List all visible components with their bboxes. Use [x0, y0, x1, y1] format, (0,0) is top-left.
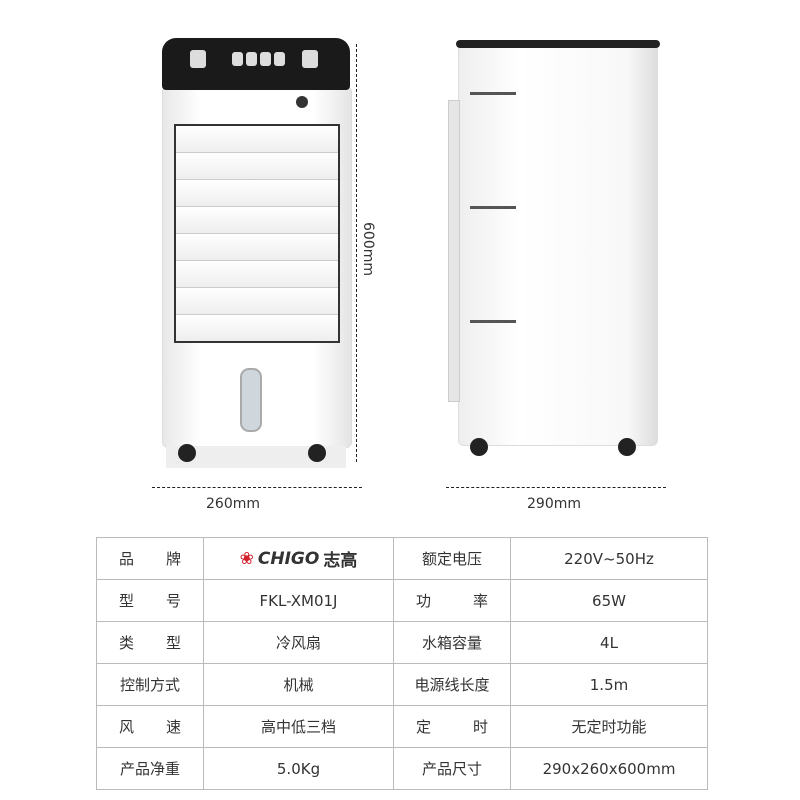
spec-label: 额定电压 [393, 537, 511, 580]
spec-label: 品牌 [96, 537, 204, 580]
front-view-image [162, 38, 352, 468]
spec-label: 类型 [96, 621, 204, 664]
spec-label: 功率 [393, 579, 511, 622]
spec-value: 1.5m [510, 663, 708, 706]
table-row: 类型 冷风扇 水箱容量 4L [96, 621, 708, 664]
spec-label: 产品净重 [96, 747, 204, 790]
spec-label: 型号 [96, 579, 204, 622]
height-label: 600mm [360, 222, 376, 276]
water-level-window [240, 368, 262, 432]
louver-panel [174, 124, 340, 343]
spec-label: 控制方式 [96, 663, 204, 706]
table-row: 产品净重 5.0Kg 产品尺寸 290x260x600mm [96, 747, 708, 790]
spec-value: 无定时功能 [510, 705, 708, 748]
spec-value: 机械 [203, 663, 394, 706]
front-width-label: 260mm [206, 496, 260, 512]
spec-value: 290x260x600mm [510, 747, 708, 790]
side-view-image [446, 40, 666, 460]
table-row: 控制方式 机械 电源线长度 1.5m [96, 663, 708, 706]
spec-value: 4L [510, 621, 708, 664]
spec-value: 220V~50Hz [510, 537, 708, 580]
front-width-dimension-line [152, 487, 362, 488]
height-dimension-line [356, 44, 357, 462]
spec-label: 水箱容量 [393, 621, 511, 664]
spec-value: 高中低三档 [203, 705, 394, 748]
side-width-label: 290mm [527, 496, 581, 512]
spec-label: 定时 [393, 705, 511, 748]
spec-value: FKL-XM01J [203, 579, 394, 622]
table-row: 型号 FKL-XM01J 功率 65W [96, 579, 708, 622]
side-width-dimension-line [446, 487, 666, 488]
table-row: 风速 高中低三档 定时 无定时功能 [96, 705, 708, 748]
spec-value: 5.0Kg [203, 747, 394, 790]
spec-label: 电源线长度 [393, 663, 511, 706]
spec-value: 65W [510, 579, 708, 622]
spec-label: 风速 [96, 705, 204, 748]
spec-value: 冷风扇 [203, 621, 394, 664]
control-panel [162, 38, 350, 90]
spec-label: 产品尺寸 [393, 747, 511, 790]
